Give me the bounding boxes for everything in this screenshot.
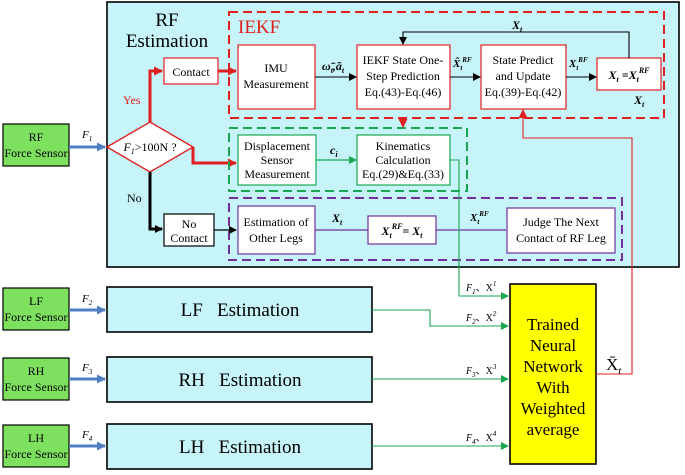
est-other-line1: Estimation of xyxy=(244,215,309,229)
kin-line2: Calculation xyxy=(375,153,430,167)
omega-a-label: ω̃t,ãt xyxy=(322,59,345,75)
rf-force-sensor xyxy=(2,123,70,167)
lh-sensor-line1: LH xyxy=(28,431,44,445)
no-contact-block xyxy=(163,213,215,247)
lh-sensor-line2: Force Sensor xyxy=(5,447,68,461)
no-contact-group-box xyxy=(228,197,623,261)
f2-label: F2 xyxy=(81,293,93,307)
rf-to-nn-label: F1、X1 xyxy=(465,280,496,296)
judge-next-contact-block xyxy=(506,207,616,254)
no-contact-line2: Contact xyxy=(170,231,208,245)
xrf-assign-text: XtRF= Xt xyxy=(381,222,424,240)
judge-line2: Contact of RF Leg xyxy=(516,231,606,245)
lf-estimation-box xyxy=(106,286,373,333)
nn-line2: Neural xyxy=(530,336,577,355)
nn-line5: Weighted xyxy=(521,399,586,418)
imu-line1: IMU xyxy=(264,61,288,75)
nn-line6: average xyxy=(527,420,580,439)
ci-label: ci xyxy=(330,143,338,159)
lf-force-sensor xyxy=(2,287,70,331)
xt-output-label: Xt xyxy=(633,93,645,109)
lf-sensor-line1: LF xyxy=(29,294,43,308)
f1-label: F1 xyxy=(81,129,92,143)
est-other-line2: Other Legs xyxy=(249,231,303,245)
kin-line1: Kinematics xyxy=(376,139,431,153)
lh-to-nn-label: F4、X4 xyxy=(465,430,497,446)
disp-branch-line xyxy=(191,147,237,168)
rf-sensor-line1: RF xyxy=(29,130,44,144)
f4-label: F4 xyxy=(81,429,93,443)
rh-sensor-line1: RH xyxy=(28,364,45,378)
xbar-output-label: X̄t xyxy=(606,355,622,377)
state-update-line1: State Predict xyxy=(493,53,555,67)
kin-line3: Eq.(29)&Eq.(33) xyxy=(362,167,444,181)
feedback-arrow xyxy=(399,31,630,58)
imu-line2: Measurement xyxy=(243,77,309,91)
yes-label: Yes xyxy=(123,93,141,107)
rf-sensor-line2: Force Sensor xyxy=(5,146,68,160)
judge-line1: Judge The Next xyxy=(523,215,599,229)
f3-label: F3 xyxy=(81,362,93,376)
iekf-label: IEKF xyxy=(238,17,280,38)
lh-estimation-label: LH Estimation xyxy=(179,437,301,458)
xt-assign-block xyxy=(596,57,662,91)
rh-to-nn-label: F3、X3 xyxy=(465,363,497,379)
nn-line1: Trained xyxy=(527,315,580,334)
rf-title-line1: RF xyxy=(155,10,178,31)
iekf-pred-line1: IEKF State One- xyxy=(363,53,444,67)
decision-text: F1>100N ? xyxy=(122,140,176,156)
iekf-pred-line3: Eq.(43)-Eq.(46) xyxy=(365,85,442,99)
iekf-prediction-block xyxy=(356,44,451,110)
xt-purple-label: Xt xyxy=(331,211,343,227)
no-branch-line xyxy=(148,172,163,233)
rf-to-nn-line xyxy=(450,159,509,300)
xrf-assign-block xyxy=(367,215,437,245)
rh-estimation-label: RH Estimation xyxy=(179,370,302,391)
neural-network-box xyxy=(509,283,597,465)
nn-line3: Network xyxy=(523,357,583,376)
state-update-line2: and Update xyxy=(496,69,551,83)
state-update-line3: Eq.(39)-Eq.(42) xyxy=(485,85,562,99)
feedback-xt-label: Xt xyxy=(511,18,523,34)
lh-estimation-box xyxy=(106,423,373,470)
nn-line4: With xyxy=(536,378,570,397)
displacement-group-box xyxy=(228,127,468,192)
disp-line1: Displacement xyxy=(244,139,311,153)
lf-to-nn-label: F2、X2 xyxy=(465,310,497,326)
rh-sensor-line2: Force Sensor xyxy=(5,380,68,394)
lf-estimation-label: LF Estimation xyxy=(181,300,300,321)
iekf-group-box xyxy=(228,11,665,119)
contact-label: Contact xyxy=(172,65,210,79)
lf-to-nn-line xyxy=(372,309,509,330)
iekf-pred-line2: Step Prediction xyxy=(366,69,440,83)
lh-force-sensor xyxy=(2,424,70,468)
no-contact-line1: No xyxy=(182,217,197,231)
no-label: No xyxy=(127,191,142,205)
rf-title-line2: Estimation xyxy=(126,31,209,52)
estimation-other-legs-block xyxy=(237,205,316,255)
disp-line3: Measurement xyxy=(244,167,310,181)
rh-force-sensor xyxy=(2,357,70,401)
lf-sensor-line2: Force Sensor xyxy=(5,310,68,324)
nn-output-feedback-line xyxy=(518,109,633,375)
yes-branch-line xyxy=(148,66,163,122)
contact-block xyxy=(163,57,219,85)
disp-line2: Sensor xyxy=(261,153,294,167)
imu-block xyxy=(237,44,316,110)
kinematics-block xyxy=(356,134,451,186)
